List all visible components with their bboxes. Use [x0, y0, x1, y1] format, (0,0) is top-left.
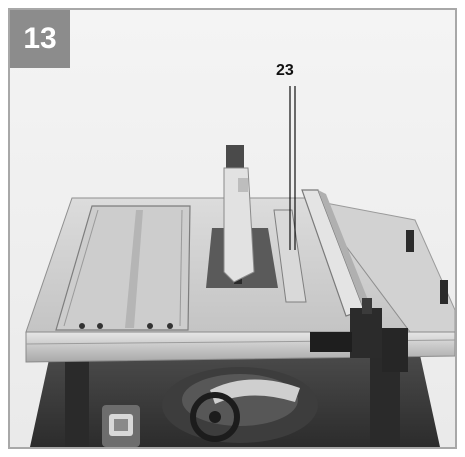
callout-label-23: 23 — [276, 62, 294, 79]
saw-base — [30, 355, 440, 447]
table-saw-photo — [10, 10, 455, 447]
fence-lock — [310, 298, 408, 372]
blade-guard — [223, 145, 255, 283]
figure-number-badge: 13 — [10, 10, 70, 68]
sliding-table — [55, 205, 191, 331]
figure-frame: 13 23 — [8, 8, 457, 449]
callout-23-leader — [289, 86, 296, 250]
